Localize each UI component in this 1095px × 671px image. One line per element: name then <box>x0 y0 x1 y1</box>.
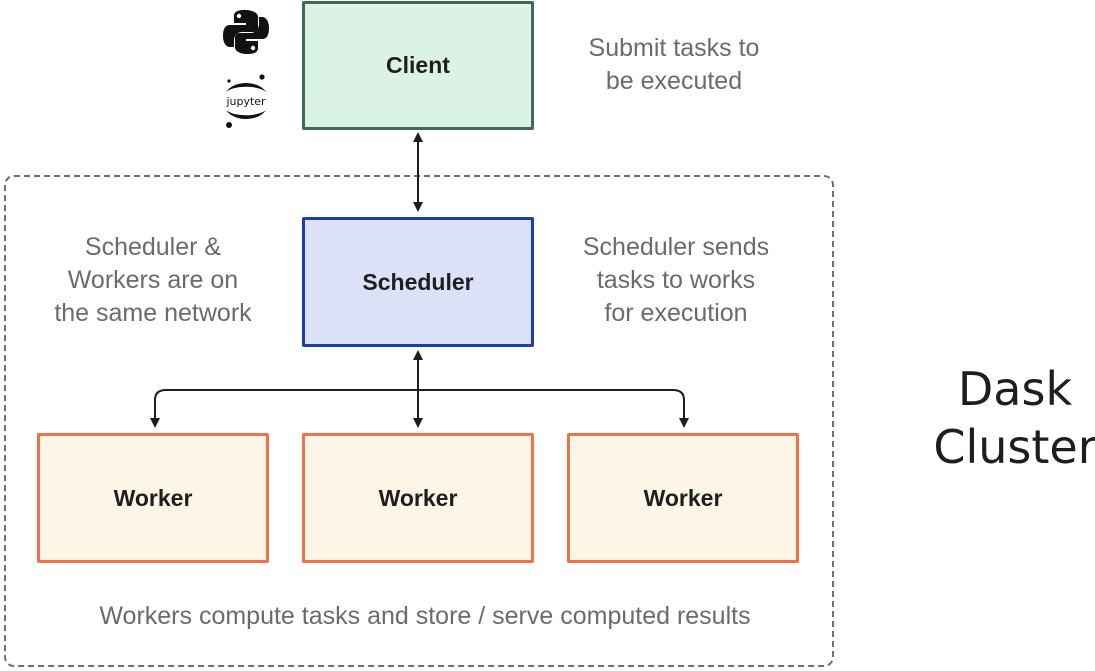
worker-label: Worker <box>113 484 193 511</box>
client-note: Submit tasks to be executed <box>556 32 792 98</box>
client-box: Client <box>302 1 534 130</box>
workers-note: Workers compute tasks and store / serve … <box>99 602 751 630</box>
client-note-line: Submit tasks to <box>588 34 760 62</box>
scheduler-note-line: Scheduler sends <box>582 233 770 261</box>
cluster-title-line: Dask <box>957 362 1073 416</box>
worker-box-3: Worker <box>567 433 799 563</box>
client-note-line: be executed <box>605 67 743 95</box>
cluster-title-line: Cluster <box>933 420 1095 474</box>
scheduler-note-line: for execution <box>604 299 748 327</box>
scheduler-note-line: tasks to works <box>596 266 756 294</box>
worker-box-1: Worker <box>37 433 269 563</box>
network-note-line: Workers are on <box>67 266 239 294</box>
jupyter-logo-text: jupyter <box>225 95 266 108</box>
scheduler-label: Scheduler <box>362 268 474 295</box>
cluster-title: Dask Cluster <box>930 360 1095 476</box>
worker-label: Worker <box>378 484 458 511</box>
network-note-line: the same network <box>54 299 252 327</box>
scheduler-box: Scheduler <box>302 217 534 347</box>
worker-box-2: Worker <box>302 433 534 563</box>
scheduler-note: Scheduler sends tasks to works for execu… <box>556 231 796 330</box>
worker-label: Worker <box>643 484 723 511</box>
jupyter-logo-icon: jupyter <box>225 74 266 128</box>
python-logo-icon <box>223 10 269 54</box>
client-label: Client <box>386 52 450 78</box>
scheduler-worker3-arrow <box>418 389 689 428</box>
scheduler-worker1-arrow <box>150 389 418 428</box>
network-note: Scheduler & Workers are on the same netw… <box>34 231 272 330</box>
network-note-line: Scheduler & <box>84 233 222 261</box>
